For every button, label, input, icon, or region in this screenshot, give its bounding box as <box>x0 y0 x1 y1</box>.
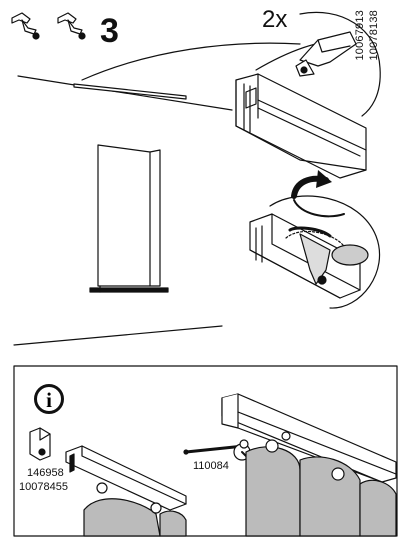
floor-line <box>13 325 223 346</box>
rotate-arrow-icon <box>291 170 345 218</box>
curtain-panel <box>89 144 169 293</box>
part-code-left-1: 146958 <box>27 467 64 479</box>
quantity-label: 2x <box>262 6 288 33</box>
part-code-top-1: 10067913 <box>354 10 366 61</box>
info-rail-right <box>221 393 397 537</box>
glider-icon <box>57 12 86 40</box>
part-code-top-2: 10078138 <box>368 10 380 61</box>
info-icon: i <box>34 384 64 414</box>
glider-icon <box>11 12 40 40</box>
step-number: 3 <box>100 12 119 50</box>
part-code-left-2: 10078455 <box>19 481 68 493</box>
info-box <box>13 365 398 537</box>
glider-zoom-circle <box>295 11 381 117</box>
info-rail-left <box>65 445 187 537</box>
ceiling-rail <box>73 83 187 100</box>
rail-profile <box>235 73 367 179</box>
insertion-detail-circle <box>249 195 381 309</box>
part-code-right: 110084 <box>193 460 229 472</box>
callout-line <box>81 42 301 81</box>
info-icon-glyph: i <box>46 388 52 412</box>
end-stop-part <box>29 427 51 461</box>
